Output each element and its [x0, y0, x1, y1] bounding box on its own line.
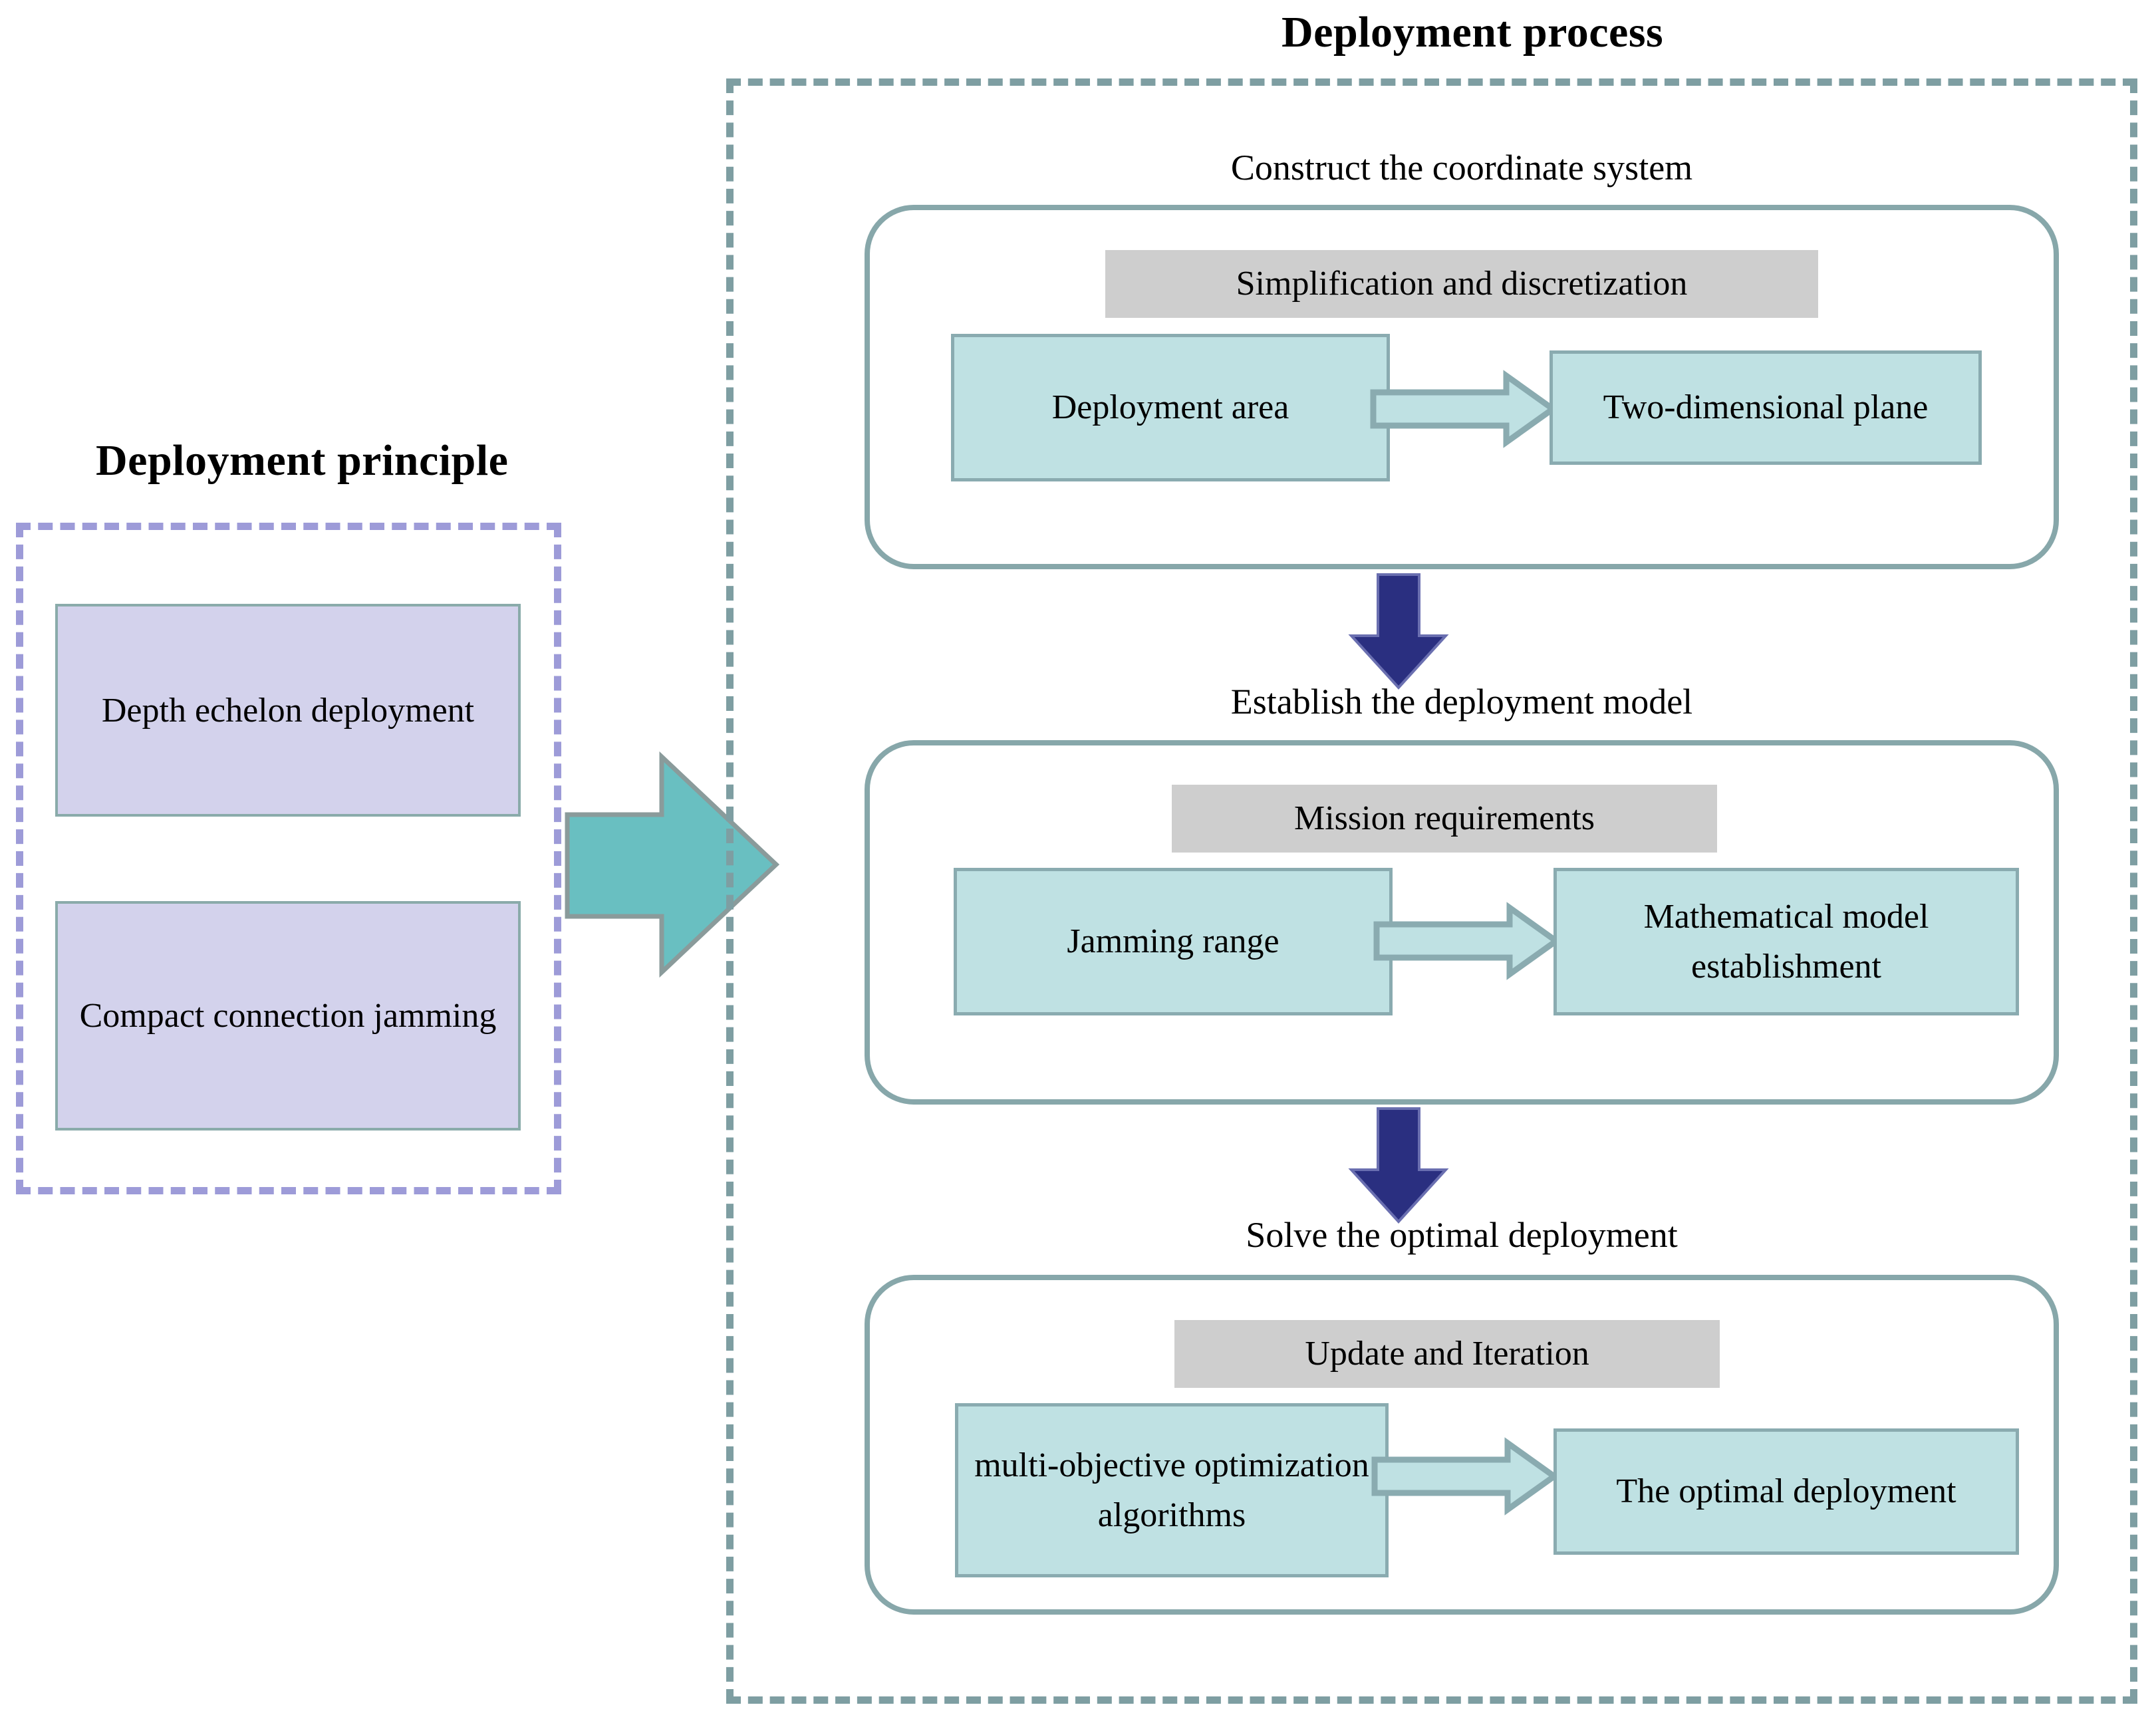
- principle-box-label: Depth echelon deployment: [101, 691, 475, 730]
- step-box-two-dimensional-plane[interactable]: Two-dimensional plane: [1550, 350, 1982, 465]
- step-box-label: The optimal deployment: [1616, 1472, 1956, 1511]
- deployment-process-region: [726, 78, 2137, 1704]
- stage-connector-arrow-1-to-2: [1348, 573, 1449, 690]
- step-box-label: Deployment area: [1051, 388, 1289, 427]
- stage-band-label: Mission requirements: [1293, 799, 1595, 837]
- step-box-label: Two-dimensional plane: [1603, 388, 1929, 427]
- stage-caption-construct-coordinate-system: Construct the coordinate system: [1230, 148, 1693, 188]
- inner-flow-arrow-stage-3: [1371, 1437, 1559, 1516]
- stage-caption-establish-deployment-model: Establish the deployment model: [1230, 682, 1693, 722]
- step-box-deployment-area[interactable]: Deployment area: [951, 334, 1390, 481]
- step-box-label: Jamming range: [1067, 922, 1280, 961]
- deployment-principle-region: [16, 523, 561, 1194]
- stage-band-update-and-iteration: Update and Iteration: [1174, 1320, 1720, 1388]
- step-box-the-optimal-deployment[interactable]: The optimal deployment: [1553, 1428, 2019, 1555]
- left-panel-title: Deployment principle: [96, 436, 509, 485]
- stage-band-simplification-and-discretization: Simplification and discretization: [1105, 250, 1818, 318]
- stage-band-mission-requirements: Mission requirements: [1172, 785, 1717, 853]
- principle-box-compact-connection[interactable]: Compact connection jamming: [55, 901, 521, 1131]
- step-box-label: multi-objective optimization algorithms: [974, 1446, 1369, 1534]
- stage-caption-solve-optimal-deployment: Solve the optimal deployment: [1246, 1215, 1678, 1255]
- step-box-mathematical-model-establishment[interactable]: Mathematical model establishment: [1553, 868, 2019, 1015]
- step-box-multi-objective-optimization-algorithms[interactable]: multi-objective optimization algorithms: [955, 1403, 1389, 1577]
- stage-band-label: Update and Iteration: [1305, 1335, 1589, 1373]
- principle-box-label: Compact connection jamming: [79, 997, 497, 1035]
- principle-box-depth-echelon[interactable]: Depth echelon deployment: [55, 604, 521, 817]
- principle-to-process-arrow: [562, 751, 781, 978]
- right-panel-title: Deployment process: [1281, 8, 1664, 57]
- step-box-jamming-range[interactable]: Jamming range: [954, 868, 1393, 1015]
- stage-band-label: Simplification and discretization: [1236, 265, 1688, 303]
- inner-flow-arrow-stage-1: [1370, 370, 1558, 448]
- step-box-label: Mathematical model establishment: [1643, 897, 1929, 986]
- inner-flow-arrow-stage-2: [1373, 902, 1561, 980]
- stage-connector-arrow-2-to-3: [1348, 1107, 1449, 1224]
